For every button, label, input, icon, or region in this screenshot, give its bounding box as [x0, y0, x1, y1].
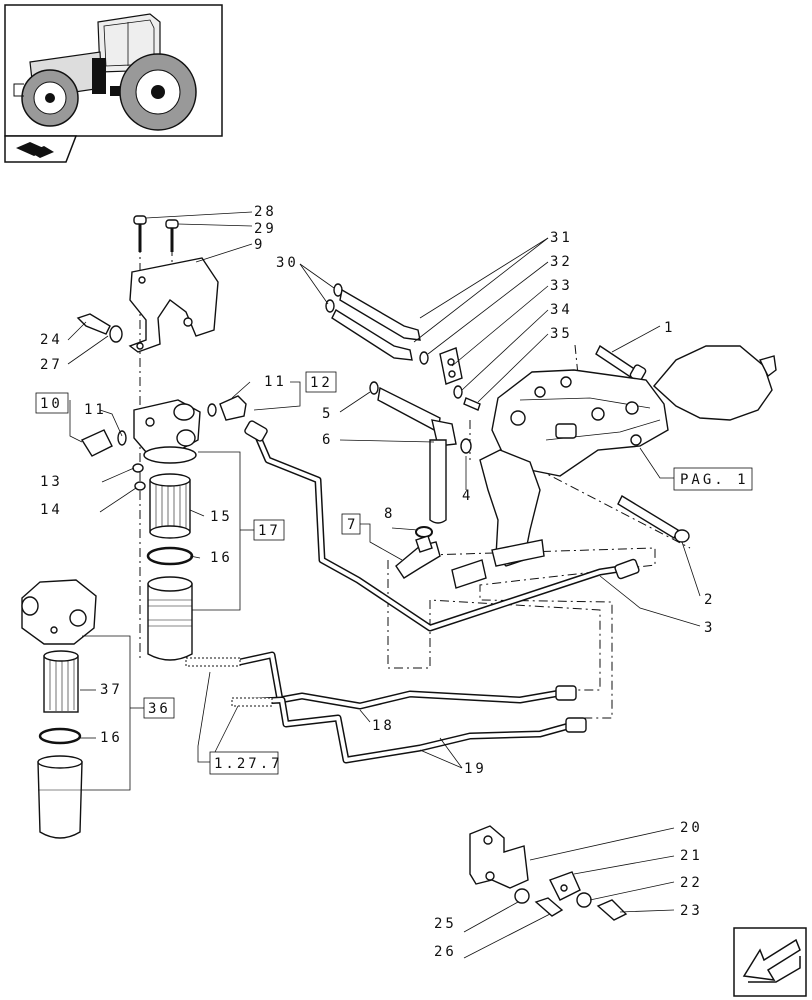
callout-35[interactable]: 35 — [550, 326, 573, 342]
tractor-thumbnail-icon[interactable] — [4, 4, 223, 137]
callout-19[interactable]: 19 — [464, 761, 487, 777]
svg-text:1.27.7: 1.27.7 — [214, 756, 283, 772]
svg-text:17: 17 — [258, 523, 281, 539]
callout-30[interactable]: 30 — [276, 255, 299, 271]
callout-5[interactable]: 5 — [322, 406, 333, 422]
svg-text:12: 12 — [310, 375, 333, 391]
callout-8[interactable]: 8 — [384, 506, 395, 522]
callout-24[interactable]: 24 — [40, 332, 63, 348]
callout-numbers: 28 29 9 24 27 30 31 32 33 34 35 1 11 11 … — [40, 204, 715, 960]
callout-37[interactable]: 37 — [100, 682, 123, 698]
callout-4[interactable]: 4 — [462, 488, 473, 504]
callout-20[interactable]: 20 — [680, 820, 703, 836]
assembly-outlines — [139, 225, 691, 719]
callout-15[interactable]: 15 — [210, 509, 233, 525]
callout-11-left[interactable]: 11 — [84, 402, 107, 418]
callout-6[interactable]: 6 — [322, 432, 333, 448]
callout-27[interactable]: 27 — [40, 357, 63, 373]
bracket-assembly — [76, 215, 219, 353]
callout-32[interactable]: 32 — [550, 254, 573, 270]
catalog-book-icon[interactable] — [4, 135, 78, 163]
bottom-bracket — [469, 825, 628, 921]
callout-13[interactable]: 13 — [40, 474, 63, 490]
ref-box-36[interactable]: 36 — [143, 697, 175, 719]
boxed-references: 10 12 7 17 36 PAG. 1 1.27.7 — [35, 371, 753, 775]
callout-31[interactable]: 31 — [550, 230, 573, 246]
tubes-and-fittings — [325, 283, 481, 579]
ref-box-10[interactable]: 10 — [35, 392, 69, 414]
valve-body — [451, 344, 777, 589]
callout-2[interactable]: 2 — [704, 592, 715, 608]
pipes — [185, 420, 640, 764]
ref-box-17[interactable]: 17 — [253, 519, 285, 541]
callout-23[interactable]: 23 — [680, 903, 703, 919]
callout-22[interactable]: 22 — [680, 875, 703, 891]
callout-18[interactable]: 18 — [372, 718, 395, 734]
svg-text:36: 36 — [148, 701, 171, 717]
filter-assembly — [80, 399, 201, 661]
svg-text:PAG. 1: PAG. 1 — [680, 472, 749, 488]
fitting-12 — [207, 395, 247, 421]
callout-11-right[interactable]: 11 — [264, 374, 287, 390]
callout-1[interactable]: 1 — [664, 320, 675, 336]
callout-16-upper[interactable]: 16 — [210, 550, 233, 566]
ref-box-7[interactable]: 7 — [341, 513, 361, 535]
alt-filter-assembly — [21, 579, 97, 839]
callout-34[interactable]: 34 — [550, 302, 573, 318]
previous-page-arrow-icon[interactable] — [733, 927, 807, 997]
svg-text:10: 10 — [40, 396, 63, 412]
callout-28[interactable]: 28 — [254, 204, 277, 220]
svg-text:7: 7 — [347, 517, 358, 533]
callout-9[interactable]: 9 — [254, 237, 265, 253]
callout-25[interactable]: 25 — [434, 916, 457, 932]
ref-box-1-27-7[interactable]: 1.27.7 — [209, 751, 283, 775]
callout-14[interactable]: 14 — [40, 502, 63, 518]
callout-33[interactable]: 33 — [550, 278, 573, 294]
leader-lines — [67, 211, 701, 959]
callout-16-lower[interactable]: 16 — [100, 730, 123, 746]
ref-box-12[interactable]: 12 — [305, 371, 337, 393]
ref-box-pag-1[interactable]: PAG. 1 — [673, 467, 753, 491]
callout-21[interactable]: 21 — [680, 848, 703, 864]
callout-3[interactable]: 3 — [704, 620, 715, 636]
callout-29[interactable]: 29 — [254, 221, 277, 237]
callout-26[interactable]: 26 — [434, 944, 457, 960]
